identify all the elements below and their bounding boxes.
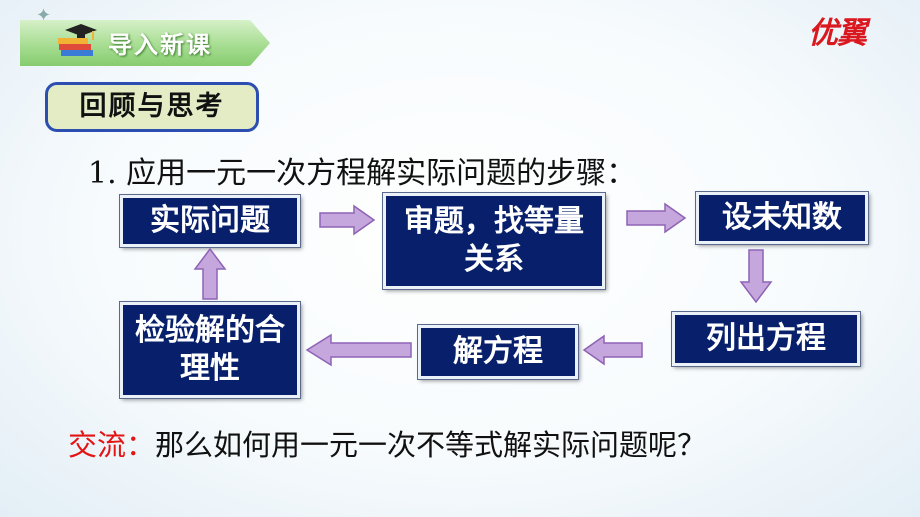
flow-node-write-equation: 列出方程 (672, 312, 860, 366)
arrow-left-2-icon (305, 333, 412, 367)
discussion-line: 交流：那么如何用一元一次不等式解实际问题呢？ (68, 422, 706, 464)
arrow-right-2-icon (626, 202, 687, 234)
flow-node-solve-equation: 解方程 (418, 325, 578, 379)
flow-node-set-unknown: 设未知数 (696, 192, 868, 244)
flow-node-analyze-problem: 审题，找等量关系 (383, 193, 605, 289)
discussion-label: 交流： (68, 428, 156, 462)
arrow-down-icon (739, 249, 773, 304)
arrow-left-1-icon (582, 334, 643, 366)
discussion-text: 那么如何用一元一次不等式解实际问题呢？ (155, 428, 707, 462)
arrow-right-1-icon (319, 204, 376, 236)
banner-title: 导入新课 (108, 31, 212, 59)
arrow-up-icon (193, 247, 227, 300)
brand-logo: 优翼 (808, 16, 867, 51)
sparkle-icon: ✦ (36, 5, 52, 26)
steps-title: 1. 应用一元一次方程解实际问题的步骤： (88, 156, 637, 191)
review-heading: 回顾与思考 (45, 82, 259, 132)
flow-node-actual-problem: 实际问题 (120, 195, 300, 247)
books-graduation-cap-icon (58, 24, 97, 56)
flow-node-check-solution: 检验解的合理性 (120, 302, 300, 398)
